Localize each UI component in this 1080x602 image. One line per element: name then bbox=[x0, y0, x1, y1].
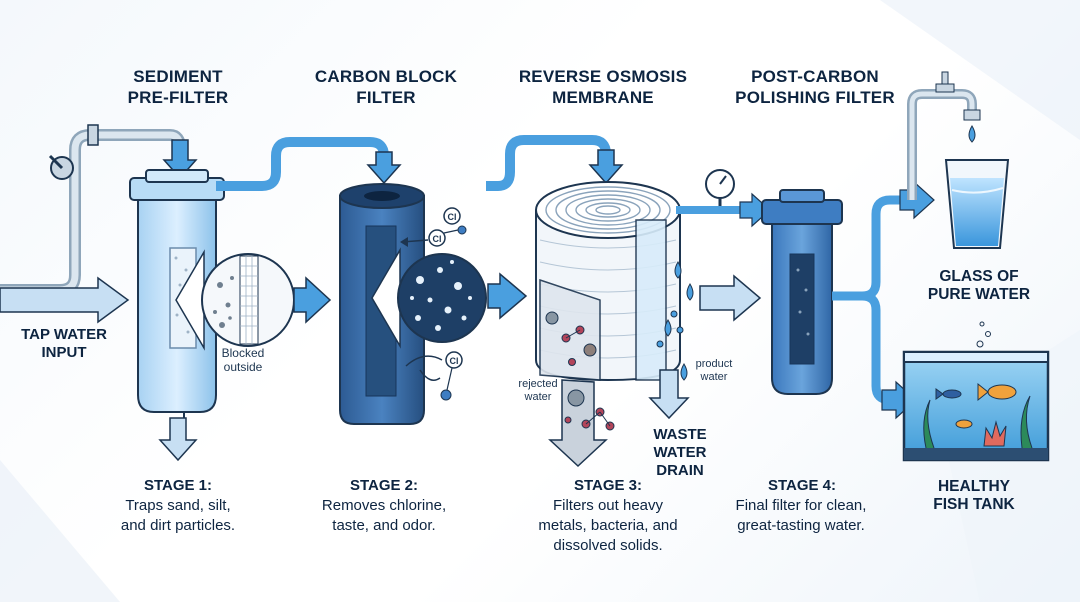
stage4-desc: Final filter for clean, great-tasting wa… bbox=[735, 497, 867, 534]
stage1-title: SEDIMENT PRE-FILTER bbox=[127, 67, 229, 107]
stage3-outlet-arrow bbox=[699, 274, 762, 322]
blocked-label: Blocked outside bbox=[221, 346, 265, 374]
stage1-drain-arrow bbox=[158, 417, 198, 462]
product-label: product water bbox=[695, 358, 733, 383]
pressure-gauge bbox=[705, 169, 735, 206]
input-pipe bbox=[0, 124, 186, 296]
chlorine-molecules bbox=[400, 207, 467, 401]
stage3-desc: Filters out heavy metals, bacteria, and … bbox=[538, 497, 678, 554]
carbon-magnifier bbox=[371, 247, 487, 349]
chlorine-label-2: Cl bbox=[433, 234, 442, 244]
product-droplets bbox=[656, 261, 694, 381]
waste-label: WASTE WATER DRAIN bbox=[653, 426, 707, 479]
rejected-label: rejected water bbox=[518, 378, 558, 403]
tank-label: HEALTHY FISH TANK bbox=[933, 478, 1015, 513]
waste-arrow bbox=[548, 379, 608, 468]
stage2-title: CARBON BLOCK FILTER bbox=[314, 67, 458, 107]
water-glass-icon bbox=[944, 159, 1010, 249]
input-label: TAP WATER INPUT bbox=[21, 326, 107, 361]
rejected-contaminants bbox=[545, 311, 597, 366]
sediment-magnifier bbox=[175, 249, 295, 351]
stage3-inlet-arrow bbox=[588, 149, 624, 185]
stage3-step: STAGE 3: bbox=[573, 477, 643, 494]
product-water-arrow bbox=[648, 369, 690, 420]
stage4-title: POST-CARBON POLISHING FILTER bbox=[735, 67, 895, 107]
chlorine-label-1: Cl bbox=[448, 212, 457, 222]
waste-particles bbox=[564, 389, 615, 431]
stage1-outlet-arrow bbox=[293, 276, 332, 324]
input-arrow bbox=[0, 276, 130, 324]
faucet-icon bbox=[907, 71, 981, 200]
stage4-step: STAGE 4: bbox=[767, 477, 837, 494]
stage1-step: STAGE 1: bbox=[143, 477, 213, 494]
stage1-desc: Traps sand, silt, and dirt particles. bbox=[120, 497, 236, 534]
ro-membrane bbox=[535, 181, 681, 382]
stage2-desc: Removes chlorine, taste, and odor. bbox=[321, 497, 447, 534]
chlorine-label-3: Cl bbox=[450, 356, 459, 366]
post-carbon-filter bbox=[761, 189, 843, 395]
stage2-outlet-arrow bbox=[487, 272, 528, 320]
sediment-filter-housing bbox=[129, 169, 225, 425]
stage2-inlet-arrow bbox=[366, 151, 402, 185]
fish-tank-icon bbox=[902, 321, 1050, 462]
pipe-1-2 bbox=[216, 137, 389, 191]
pipe-2-3 bbox=[486, 135, 611, 191]
glass-label: GLASS OF PURE WATER bbox=[927, 268, 1031, 303]
stage2-step: STAGE 2: bbox=[349, 477, 419, 494]
stage3-title: REVERSE OSMOSIS MEMBRANE bbox=[518, 67, 688, 107]
